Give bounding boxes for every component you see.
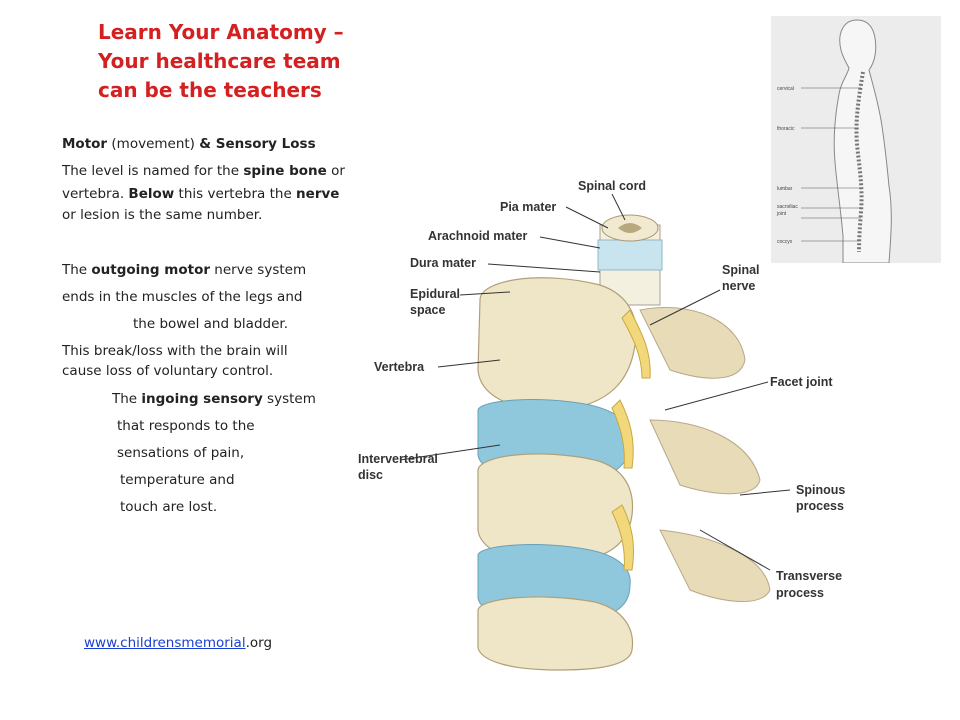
source-link[interactable]: www.childrensmemorial <box>84 635 246 651</box>
source-link-line: www.childrensmemorial.org <box>84 635 272 651</box>
thumb-coccyx: coccyx <box>777 239 793 245</box>
spinal-nerve-1 <box>621 309 651 379</box>
spinous-process-2 <box>649 419 761 495</box>
text-span: this vertebra the <box>174 186 297 202</box>
label-spinous-1: Spinous <box>796 483 845 497</box>
paragraph-3-line-2: that responds to the <box>117 418 255 434</box>
paragraph-3-line-1: The ingoing sensory system <box>112 391 316 407</box>
paragraph-2-line-4: This break/loss with the brain will <box>62 343 288 359</box>
ingoing-sensory-bold: ingoing sensory <box>141 391 263 407</box>
paragraph-3-line-3: sensations of pain, <box>117 445 245 461</box>
title-line-1: Learn Your Anatomy – <box>98 20 344 44</box>
paragraph-2-line-2: ends in the muscles of the legs and <box>62 289 303 305</box>
label-epidural-1: Epidural <box>410 287 460 301</box>
paragraph-3-line-5: touch are lost. <box>120 499 218 515</box>
spinous-process-1 <box>639 306 746 379</box>
slide-title: Learn Your Anatomy – Your healthcare tea… <box>98 18 378 105</box>
text-span: system <box>262 391 316 407</box>
text-span: or <box>326 163 345 179</box>
label-transverse-1: Transverse <box>776 569 842 583</box>
label-disc-1: Intervertebral <box>358 452 438 466</box>
body-outline-thumbnail: cervical thoracic lumbar sacroiliac join… <box>771 16 941 263</box>
motor-paren: (movement) <box>107 136 200 152</box>
below-bold: Below <box>128 186 175 202</box>
gray-matter <box>618 223 642 233</box>
paragraph-1-line-3: or lesion is the same number. <box>62 207 263 223</box>
label-transverse-2: process <box>776 586 824 600</box>
text-span: nerve system <box>210 262 307 278</box>
spine-bone-bold: spine bone <box>243 163 327 179</box>
spinous-process-3 <box>659 529 771 603</box>
label-dura-mater: Dura mater <box>410 256 476 270</box>
label-disc-2: disc <box>358 468 383 482</box>
label-spinal-nerve-1: Spinal <box>722 263 760 277</box>
spinal-nerve-3 <box>611 504 635 571</box>
paragraph-3-line-4: temperature and <box>120 472 235 488</box>
spinal-nerve-2 <box>611 399 634 469</box>
thumb-sacroiliac: sacroiliac <box>777 204 798 210</box>
meninges-band <box>597 239 663 271</box>
section-heading: Motor (movement) & Sensory Loss <box>62 136 316 152</box>
paragraph-2-line-3: the bowel and bladder. <box>133 316 288 332</box>
paragraph-1-line-1: The level is named for the spine bone or <box>62 163 345 179</box>
thumb-cervical: cervical <box>777 86 794 92</box>
label-epidural-2: space <box>410 303 445 317</box>
outgoing-motor-bold: outgoing motor <box>91 262 211 278</box>
motor-bold: Motor <box>62 136 108 152</box>
vertebral-body-1 <box>477 277 637 411</box>
label-pia-mater: Pia mater <box>500 200 556 214</box>
title-line-2: Your healthcare team <box>98 49 341 73</box>
link-suffix: .org <box>245 635 273 651</box>
text-span: The level is named for the <box>62 163 244 179</box>
paragraph-1-line-2: vertebra. Below this vertebra the nerve <box>62 186 339 202</box>
thumb-thoracic: thoracic <box>777 126 795 132</box>
label-spinous-2: process <box>796 499 844 513</box>
paragraph-2-line-1: The outgoing motor nerve system <box>62 262 306 278</box>
thumb-lumbar: lumbar <box>777 186 793 192</box>
nerve-bold: nerve <box>296 186 340 202</box>
text-span: The <box>112 391 142 407</box>
label-facet-joint: Facet joint <box>770 375 833 389</box>
label-arachnoid-mater: Arachnoid mater <box>428 229 527 243</box>
label-spinal-cord: Spinal cord <box>578 179 646 193</box>
text-span: The <box>62 262 92 278</box>
label-vertebra: Vertebra <box>374 360 425 374</box>
label-spinal-nerve-2: nerve <box>722 279 755 293</box>
paragraph-2-line-5: cause loss of voluntary control. <box>62 363 274 379</box>
title-line-3: can be the teachers <box>98 78 322 102</box>
vertebral-body-3 <box>477 596 634 671</box>
thumb-joint: joint <box>776 211 787 217</box>
text-span: vertebra. <box>62 186 129 202</box>
sensory-loss-bold: & Sensory Loss <box>199 136 316 152</box>
